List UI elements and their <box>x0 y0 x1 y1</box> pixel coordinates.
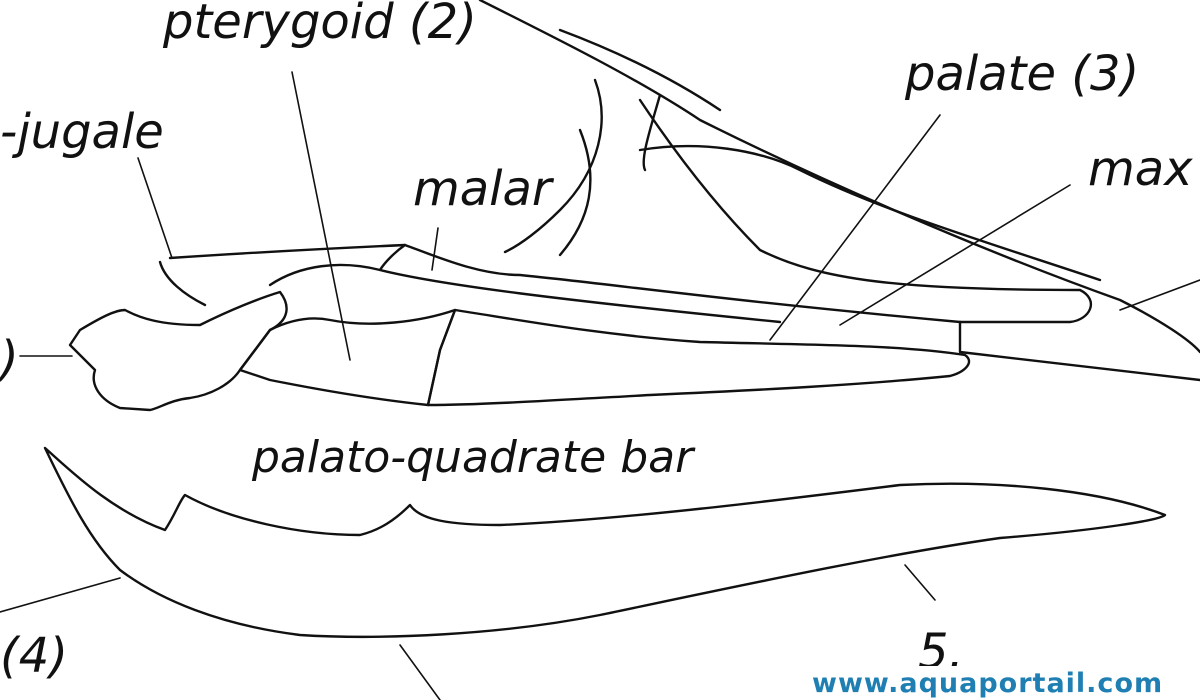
label-max: max <box>1088 141 1193 197</box>
label-four: (4) <box>0 628 68 684</box>
label-malar: malar <box>413 161 555 217</box>
watermark[interactable]: www.aquaportail.com <box>812 668 1163 699</box>
label-bar: palato-quadrate bar <box>251 432 696 483</box>
skull-outline <box>158 0 1200 382</box>
label-pterygoid: pterygoid (2) <box>162 0 477 50</box>
label-jugale: -jugale <box>0 104 164 160</box>
label-palate: palate (3) <box>904 46 1139 102</box>
watermark-bg <box>800 666 1200 700</box>
label-paren: ) <box>0 331 19 387</box>
palatine-row <box>68 290 971 412</box>
leader-lines <box>0 71 1200 700</box>
palato-quadrate-bar <box>43 446 1167 638</box>
